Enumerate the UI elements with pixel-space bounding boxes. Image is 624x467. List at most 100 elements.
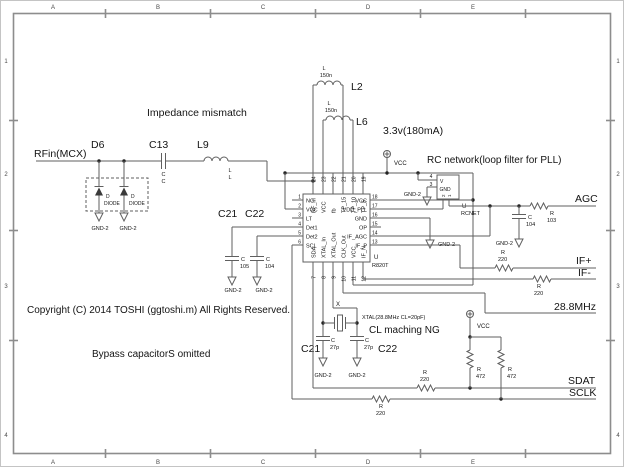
gnd-arrow-icon <box>422 196 432 207</box>
rf-input-net: RFin(MCX) Impedance mismatch D6 C13 L9 C… <box>34 107 315 185</box>
pin-num: 7 <box>312 276 318 279</box>
diode-2: D DIODE GND-2 <box>119 161 146 232</box>
gnd2-label: GND-2 <box>91 226 108 232</box>
gnd2-label: GND-2 <box>314 373 331 379</box>
c105-ref: C <box>241 257 245 263</box>
pin-num: 19 <box>362 176 368 182</box>
r472b-val: 472 <box>507 374 516 380</box>
gnd-arrow-icon <box>425 239 435 250</box>
grid-row-label: 1 <box>616 59 620 65</box>
xtal-cap-c22: C 27p C22 GND-2 <box>348 336 397 379</box>
grid-col-label: B <box>156 5 160 11</box>
gnd-arrow-icon <box>514 238 524 249</box>
pin-name: IF_P <box>355 244 367 250</box>
gnd-arrow-icon <box>352 357 362 368</box>
pin-num: 23 <box>322 176 328 182</box>
grid-row-label: 3 <box>4 284 8 290</box>
grid-row-label: 3 <box>616 284 620 290</box>
pin-name: SDA <box>312 246 318 258</box>
pin-name: VCC <box>355 199 367 205</box>
pin-name: CLK_Out <box>342 235 348 258</box>
pin-num: 21 <box>342 176 348 182</box>
agc-net: AGC R 103 C 104 GND-2 <box>381 193 598 249</box>
gnd2-label: GND-2 <box>496 241 513 247</box>
grid-col-label: C <box>261 460 266 466</box>
pin-num: 14 <box>372 231 378 237</box>
pin-name: RF_in <box>312 198 318 213</box>
gnd-arrow-icon <box>94 212 104 223</box>
vcc-rail: 3.3v(180mA) VCC <box>283 125 475 285</box>
grid-row-label: 1 <box>4 59 8 65</box>
pin-num: 3 <box>298 213 301 219</box>
matching-inductors: L 150n L2 L 150n L6 <box>312 66 368 184</box>
grid-col-label: E <box>471 5 475 11</box>
gnd2-label: GND-2 <box>119 226 136 232</box>
grid-col-label: B <box>156 460 160 466</box>
agc-net-label: AGC <box>575 193 598 205</box>
grid-row-label: 2 <box>4 172 8 178</box>
pin-num: 15 <box>372 222 378 228</box>
pin-num: 2 <box>298 204 301 210</box>
r-sclk-val: 220 <box>376 411 385 417</box>
pin-num: 24 <box>312 176 318 182</box>
r-if-plus-ref: R <box>501 250 505 256</box>
rcnet-refdes-u: U <box>462 204 466 210</box>
pin-name: VCC <box>352 246 358 258</box>
crystal-symbol: X <box>323 302 357 332</box>
pin-num: 18 <box>372 195 378 201</box>
r472a-ref: R <box>477 367 481 373</box>
rcnet-pin3-num: 3 <box>430 182 433 188</box>
rcnet-refdes: RCNET <box>461 211 481 217</box>
pin-num: 8 <box>322 276 328 279</box>
gnd-arrow-icon <box>252 276 262 287</box>
rcnet-gnd-pin: GND <box>440 187 452 193</box>
det-cap-c104: C 104 GND-2 <box>250 235 292 294</box>
r-sdat-val: 220 <box>420 377 429 383</box>
rcnet-v-pin: V <box>440 179 444 185</box>
resistor-sdat <box>416 383 436 393</box>
clk-net-label: 28.8MHz <box>554 301 596 313</box>
bypass-note: Bypass capacitorS omitted <box>92 349 210 360</box>
pin-name: NC <box>306 199 314 205</box>
pin-num: 9 <box>332 276 338 279</box>
grid-col-label: A <box>51 5 55 11</box>
det-cap-c105: C 105 GND-2 <box>224 226 292 294</box>
pin-name: fb <box>332 208 338 213</box>
c13-refdes: C13 <box>149 139 168 151</box>
pin-num: 12 <box>362 276 368 282</box>
r-if-plus-val: 220 <box>498 257 507 263</box>
c104-ref: C <box>528 215 532 221</box>
l9-refdes: L9 <box>197 139 209 151</box>
vcc-label: VCC <box>477 324 490 330</box>
diode1-ref: D <box>106 194 110 200</box>
pin-name: LT <box>306 217 313 223</box>
diode2-ref: D <box>131 194 135 200</box>
c22-ref: C <box>365 338 369 344</box>
rcnet-pin1-num: 1 <box>447 194 452 197</box>
pin-name: OP <box>359 226 367 232</box>
l6-ref: L <box>327 101 330 107</box>
c21-det-refdes: C21 <box>218 208 237 220</box>
rcnet-pin2-num: 2 <box>441 194 446 197</box>
pin-name: TP_5 <box>362 200 368 213</box>
c105-val: 105 <box>240 264 249 270</box>
pin-name: VCC <box>306 208 318 214</box>
grid-col-label: D <box>366 5 371 11</box>
pin-num: 1 <box>298 195 301 201</box>
l2-val: 150n <box>320 73 332 79</box>
pin-num: 11 <box>352 276 358 281</box>
resistor-pullup-sclk <box>496 349 506 369</box>
c21-refdes: C21 <box>301 343 320 355</box>
pin-name: VCC <box>322 201 328 213</box>
l9-val: L <box>228 175 231 181</box>
diode1-val: DIODE <box>104 201 121 207</box>
c22-val: 27p <box>364 345 373 351</box>
if-minus-net: IF- R 220 <box>362 267 596 297</box>
pin-num: 4 <box>298 222 301 228</box>
grid-col-label: E <box>471 460 475 466</box>
xtal-value-note: XTAL(28.8MHz CL=20pF) <box>362 315 425 321</box>
notes: Copyright (C) 2014 TOSHI (ggtoshi.m) All… <box>27 305 290 360</box>
c13-capacitor: C C <box>161 153 204 185</box>
